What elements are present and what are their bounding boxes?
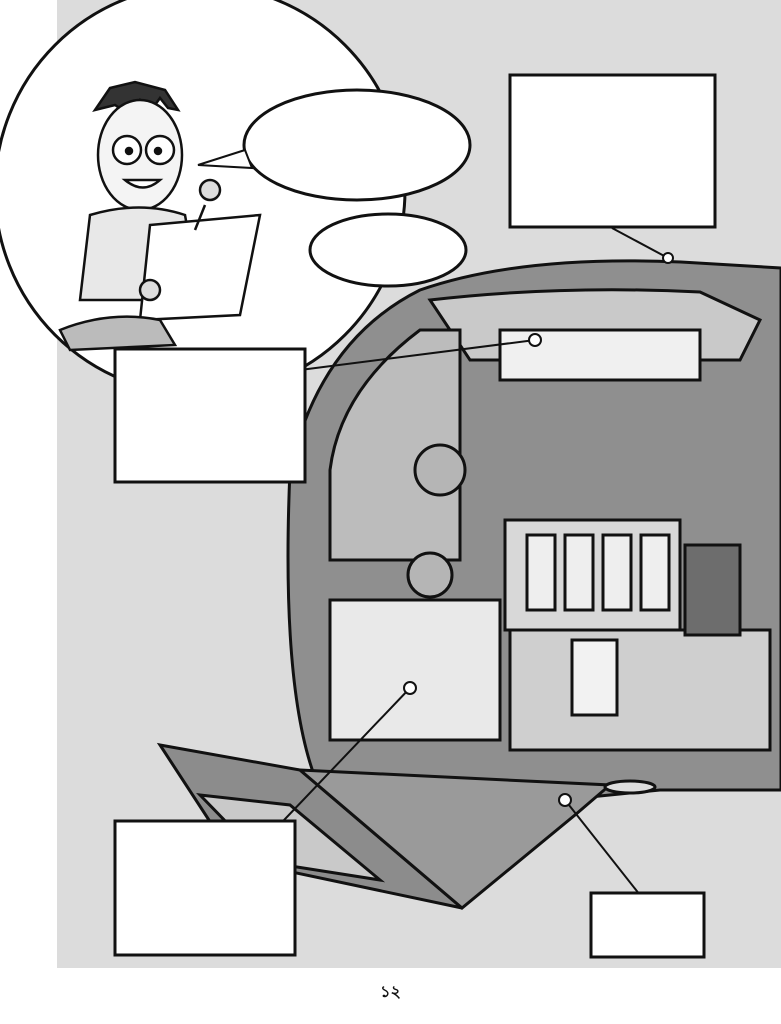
boy-character (58, 80, 262, 352)
spacecraft-cutaway (156, 259, 781, 910)
caption-box-water-recycling (113, 819, 297, 957)
caption-box-speed-fin (589, 891, 706, 959)
callout-lines (264, 227, 669, 896)
caption-box-heat-shield (508, 73, 717, 229)
callout-pins (403, 252, 674, 807)
speech-bubble-1 (197, 88, 472, 202)
caption-box-garden (113, 347, 307, 484)
speech-bubble-2 (308, 212, 468, 288)
page-number: ১২ (380, 982, 401, 1001)
